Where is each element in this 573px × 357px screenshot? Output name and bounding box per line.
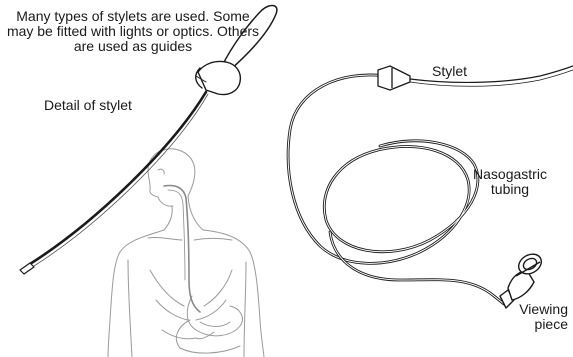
nasogastric-tubing-label-line1: Nasogastric — [470, 167, 550, 182]
nasogastric-tubing-label-line2: tubing — [470, 182, 550, 197]
patient-torso-outline — [108, 149, 264, 357]
nasogastric-tubing-label: Nasogastric tubing — [470, 167, 550, 197]
viewing-piece-label-line2: piece — [518, 317, 568, 332]
stylet-types-note: Many types of stylets are used. Some may… — [2, 9, 264, 54]
viewing-piece — [500, 250, 545, 308]
detail-of-stylet-label: Detail of stylet — [44, 98, 132, 113]
inserted-tube-in-body — [164, 186, 200, 313]
viewing-piece-label-line1: Viewing — [518, 302, 568, 317]
stylet-label: Stylet — [432, 64, 467, 79]
viewing-piece-label: Viewing piece — [518, 302, 568, 332]
tubing-stylet-connector — [378, 66, 410, 90]
